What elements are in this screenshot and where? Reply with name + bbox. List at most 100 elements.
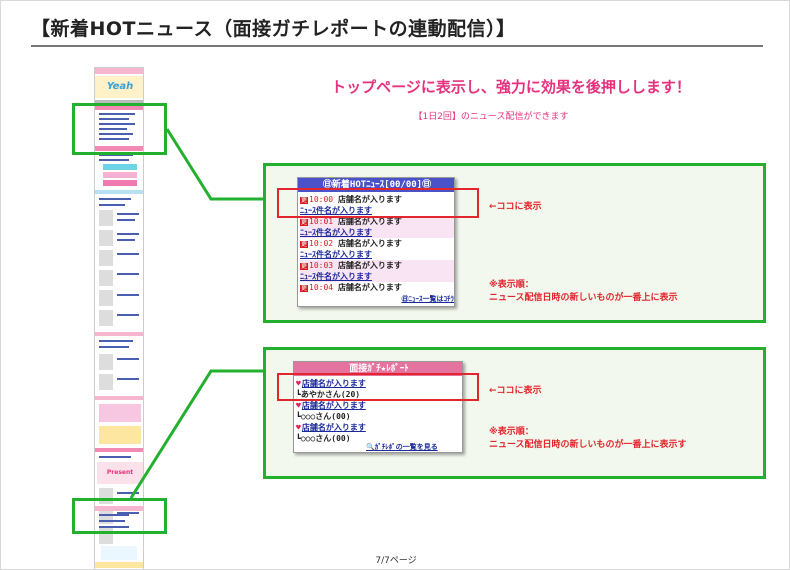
strip-line (99, 204, 125, 206)
title-divider (31, 45, 763, 47)
news-shop: 店舗名が入ります (337, 217, 402, 226)
headline: トップページに表示し、強力に効果を後押しします！ (331, 78, 691, 96)
news-title-link[interactable]: ﾆｭｰｽ件名が入ります (300, 272, 372, 281)
report-more-link[interactable]: 🔍ｶﾞﾁﾚﾎﾟの一覧を見る (366, 443, 438, 451)
report-widget-header: 面接ｶﾞﾁ★ﾚﾎﾟｰﾄ (294, 362, 462, 376)
strip-thumb (99, 310, 113, 326)
update-badge: 更 (300, 263, 309, 270)
news-shop: 店舗名が入ります (337, 239, 402, 248)
heart-icon: ♥ (296, 423, 301, 432)
strip-line (99, 346, 129, 348)
strip-bottom-bar (95, 562, 143, 568)
report-highlight-box (277, 373, 479, 401)
subline: 【1日2回】のニュース配信ができます (413, 112, 569, 122)
heart-icon: ♥ (296, 401, 301, 410)
connector-report (129, 369, 264, 499)
news-shop: 店舗名が入ります (337, 195, 402, 204)
report-shop-link[interactable]: 店舗名が入ります (301, 401, 366, 410)
report-item[interactable]: ♥店舗名が入ります (296, 422, 366, 433)
news-arrow-note: ←ココに表示 (489, 202, 542, 212)
strip-line (99, 133, 133, 135)
news-title-link[interactable]: ﾆｭｰｽ件名が入ります (300, 206, 372, 215)
strip-thumb (99, 210, 113, 226)
strip-thumb (99, 354, 113, 370)
strip-button (103, 164, 137, 170)
strip-line (117, 492, 139, 494)
strip-thumb (99, 250, 113, 266)
news-time: 10:03 (309, 261, 334, 270)
strip-line (99, 113, 135, 115)
strip-line (99, 340, 133, 342)
strip-line (99, 520, 125, 522)
heart-icon: ♥ (296, 379, 301, 388)
report-item: ┗○○○さん(00) (296, 411, 351, 422)
news-time: 10:04 (309, 283, 334, 292)
report-item[interactable]: ♥店舗名が入ります (296, 378, 366, 389)
news-time: 10:02 (309, 239, 334, 248)
strip-divider (95, 100, 143, 104)
strip-line (117, 213, 139, 215)
news-order-label: ※表示順： (489, 280, 534, 290)
report-item: ┗あやかさん(20) (296, 389, 360, 400)
strip-line (99, 123, 135, 125)
strip-section-head (95, 396, 143, 400)
report-person: ┗○○○さん(00) (296, 434, 351, 443)
update-badge: 更 (300, 197, 309, 204)
strip-thumb (99, 374, 113, 390)
strip-line (117, 233, 139, 235)
strip-line (117, 239, 135, 241)
news-row[interactable]: ﾆｭｰｽ件名が入ります (300, 205, 454, 216)
strip-line (117, 512, 139, 514)
news-row[interactable]: ﾆｭｰｽ件名が入ります (300, 227, 454, 238)
strip-section-head (95, 146, 143, 151)
strip-news-head (95, 106, 143, 110)
strip-section-head (95, 332, 143, 336)
strip-button (103, 172, 137, 178)
news-title-link[interactable]: ﾆｭｰｽ件名が入ります (300, 228, 372, 237)
page-number: 7/7ページ (375, 556, 417, 566)
strip-thumb (99, 270, 113, 286)
strip-line (99, 118, 129, 120)
strip-section-head (95, 190, 143, 194)
strip-banner (99, 426, 141, 444)
strip-line (99, 526, 129, 528)
news-more-row[interactable]: ㊐ﾆｭｰｽ一覧はｺﾁﾗ (300, 293, 455, 305)
strip-present-banner: Present (97, 462, 143, 484)
strip-line (117, 273, 139, 275)
news-order-note: ※表示順： ニュース配信日時の新しいものが一番上に表示 (489, 279, 678, 305)
strip-line (99, 514, 129, 516)
page-title: 【新着HOTニュース（面接ガチレポートの連動配信）】 (31, 18, 516, 40)
news-time: 10:01 (309, 217, 334, 226)
strip-thumb (99, 290, 113, 306)
strip-top-bar (95, 68, 143, 74)
strip-line (99, 456, 131, 458)
strip-thumb (99, 230, 113, 246)
report-order-label: ※表示順： (489, 427, 534, 437)
strip-line (99, 138, 129, 140)
strip-banner (99, 404, 141, 422)
report-shop-link[interactable]: 店舗名が入ります (301, 423, 366, 432)
news-title-link[interactable]: ﾆｭｰｽ件名が入ります (300, 250, 372, 259)
report-item[interactable]: ♥店舗名が入ります (296, 400, 366, 411)
strip-highlight-news (72, 103, 167, 155)
strip-line (117, 358, 139, 360)
report-order-text: ニュース配信日時の新しいものが一番上に表示す (489, 440, 687, 450)
report-item: ┗○○○さん(00) (296, 433, 351, 444)
report-shop-link[interactable]: 店舗名が入ります (301, 379, 366, 388)
report-widget: 面接ｶﾞﾁ★ﾚﾎﾟｰﾄ ♥店舗名が入ります ┗あやかさん(20) ♥店舗名が入り… (293, 361, 463, 453)
news-row[interactable]: ﾆｭｰｽ件名が入ります (300, 271, 454, 282)
report-person: ┗○○○さん(00) (296, 412, 351, 421)
strip-box (101, 546, 137, 560)
news-row[interactable]: ﾆｭｰｽ件名が入ります (300, 249, 454, 260)
news-more-link[interactable]: ㊐ﾆｭｰｽ一覧はｺﾁﾗ (401, 295, 455, 303)
report-arrow-note: ←ココに表示 (489, 386, 542, 396)
report-more-row[interactable]: 🔍ｶﾞﾁﾚﾎﾟの一覧を見る (366, 441, 438, 452)
strip-section-head (95, 448, 143, 452)
